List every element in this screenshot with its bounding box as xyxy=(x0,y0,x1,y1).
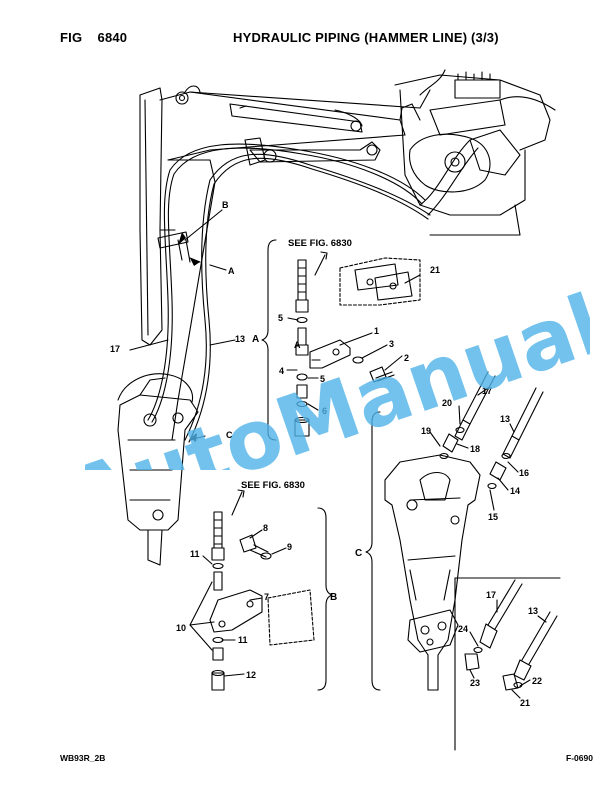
callout-b-11-lower: 11 xyxy=(238,635,248,645)
callout-c-17: 17 xyxy=(482,386,492,396)
ref-see-fig-a: SEE FIG. 6830 xyxy=(288,238,352,249)
callout-a-5-lower: 5 xyxy=(320,374,325,384)
boom-cylinder xyxy=(229,103,363,133)
callout-a-21: 21 xyxy=(430,265,440,275)
callout-b: B xyxy=(222,200,229,210)
figure-label: FIG 6840 xyxy=(60,30,127,45)
callout-a-4: 4 xyxy=(279,366,284,376)
callout-d-23: 23 xyxy=(470,678,480,688)
callout-a-a: A xyxy=(294,340,301,350)
callout-d-22: 22 xyxy=(532,676,542,686)
view-label-a: A xyxy=(252,334,259,345)
detail-b xyxy=(189,489,333,691)
leader-13 xyxy=(209,339,236,346)
callout-b-9: 9 xyxy=(287,542,292,552)
machine-frame xyxy=(394,69,556,236)
callout-b-11-upper: 11 xyxy=(190,549,200,559)
callout-d-17: 17 xyxy=(486,590,496,600)
callout-a: A xyxy=(228,266,235,276)
callout-a-6: 6 xyxy=(322,406,327,416)
callout-c-20: 20 xyxy=(442,398,452,408)
callout-d-21: 21 xyxy=(520,698,530,708)
callout-d-24: 24 xyxy=(458,624,468,634)
footer-left-code: WB93R_2B xyxy=(60,753,106,763)
detail-a xyxy=(261,239,421,441)
callout-a-1: 1 xyxy=(374,326,379,336)
detail-c xyxy=(365,371,544,691)
figure-title: HYDRAULIC PIPING (HAMMER LINE) (3/3) xyxy=(233,30,499,45)
callout-b-12: 12 xyxy=(246,670,256,680)
leader-b xyxy=(184,209,223,241)
callout-d-13: 13 xyxy=(528,606,538,616)
view-label-c: C xyxy=(355,548,362,559)
callout-a-5-upper: 5 xyxy=(278,313,283,323)
leader-a xyxy=(209,264,227,271)
view-label-b: B xyxy=(330,592,337,603)
callout-17: 17 xyxy=(110,344,120,354)
ref-see-fig-b: SEE FIG. 6830 xyxy=(241,480,305,491)
callout-c-14: 14 xyxy=(510,486,520,496)
clamp-b-marker xyxy=(157,231,189,249)
callout-a-3: 3 xyxy=(389,339,394,349)
callout-c-18: 18 xyxy=(470,444,480,454)
boom-arm xyxy=(139,85,431,441)
callout-13: 13 xyxy=(235,334,245,344)
callout-c-13: 13 xyxy=(500,414,510,424)
fig-number: 6840 xyxy=(97,30,128,45)
hammer-hose-17 xyxy=(147,143,426,423)
callout-c-15: 15 xyxy=(488,512,498,522)
leader-17 xyxy=(129,339,169,351)
callout-b-7: 7 xyxy=(264,592,269,602)
hammer-hose-13 xyxy=(184,153,431,443)
callout-b-10: 10 xyxy=(176,623,186,633)
callout-c-16: 16 xyxy=(519,468,529,478)
callout-a-2: 2 xyxy=(404,353,409,363)
callout-b-8: 8 xyxy=(263,523,268,533)
callout-c: C xyxy=(226,430,233,440)
callout-c-19: 19 xyxy=(421,426,431,436)
fig-label: FIG xyxy=(60,30,83,45)
footer-right-code: F-0690 xyxy=(566,753,593,763)
hammer-body xyxy=(117,373,199,566)
detail-d-inset xyxy=(407,577,561,751)
